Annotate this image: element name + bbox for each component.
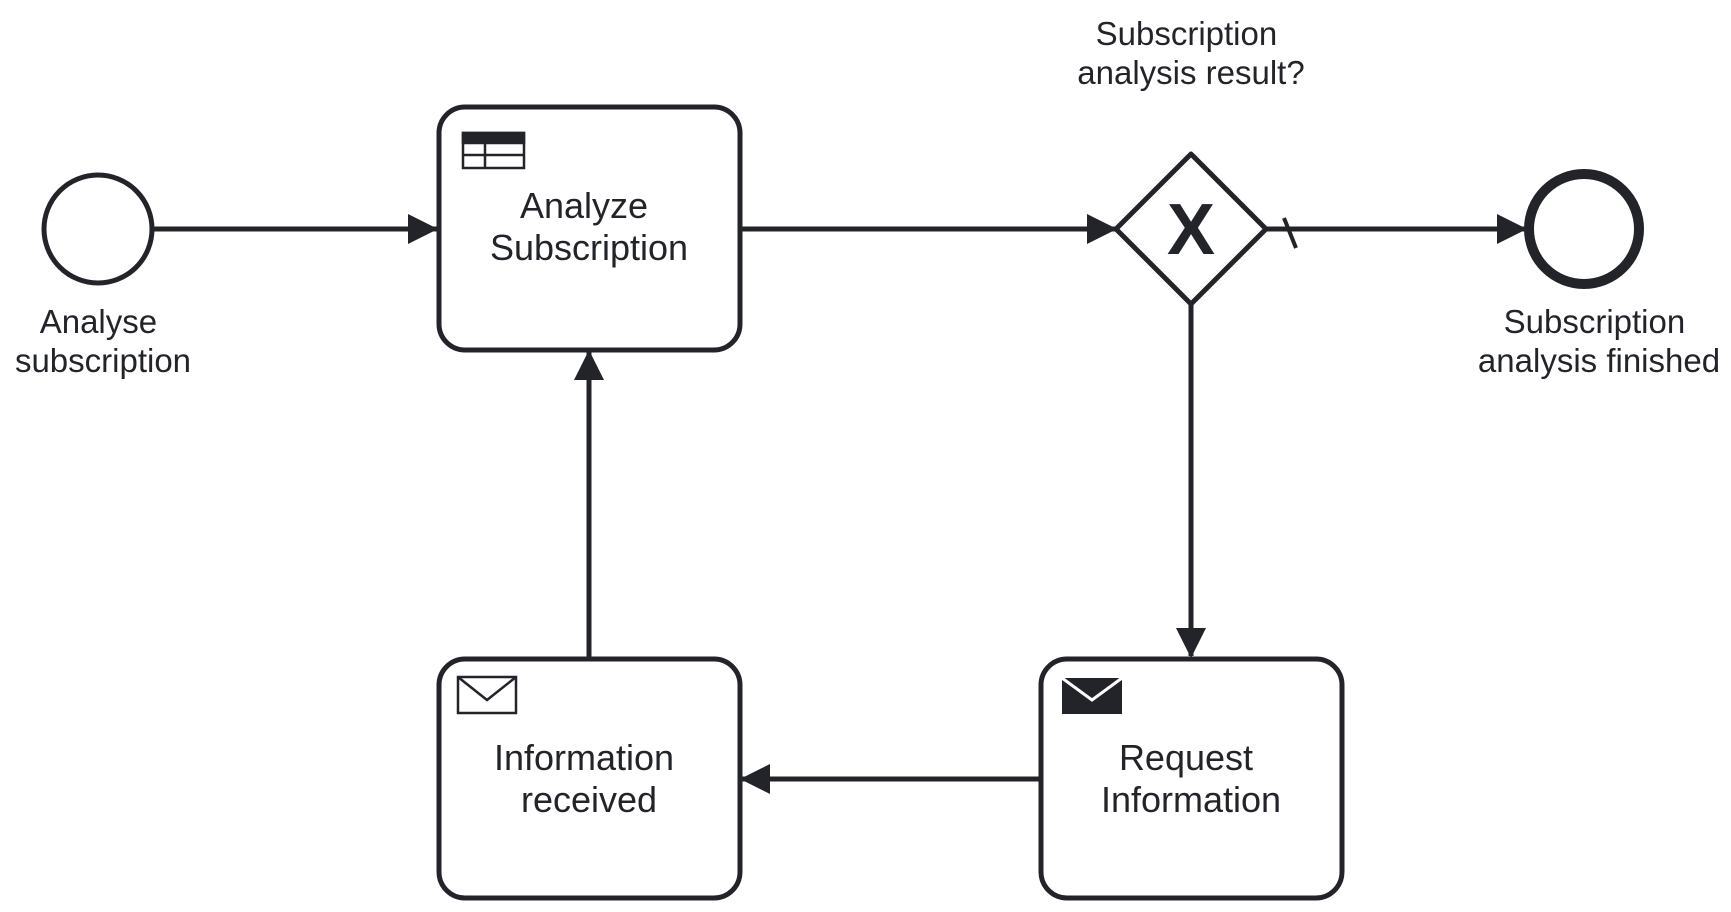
- task-analyze-subscription[interactable]: Analyze Subscription: [436, 104, 743, 353]
- business-rule-table-icon: [461, 131, 526, 170]
- arrowhead-request: [1176, 628, 1206, 658]
- arrowhead-analyze: [408, 214, 438, 244]
- task-request-label: Request Information: [1101, 737, 1281, 820]
- task-information-received[interactable]: Information received: [436, 656, 743, 901]
- exclusive-gateway[interactable]: X: [1113, 151, 1269, 307]
- task-request-information[interactable]: Request Information: [1038, 656, 1345, 901]
- default-flow-marker: [1282, 217, 1298, 249]
- sequence-flows: [154, 214, 1527, 794]
- arrowhead-analyze-loop: [574, 350, 604, 380]
- send-message-icon: [1061, 676, 1123, 714]
- end-event[interactable]: [1524, 169, 1644, 289]
- task-analyze-label: Analyze Subscription: [490, 185, 688, 268]
- start-event-label: Analyse subscription: [15, 303, 191, 379]
- gateway-x-icon: X: [1167, 190, 1215, 270]
- arrowhead-end: [1497, 214, 1527, 244]
- arrowhead-received: [740, 764, 770, 794]
- arrowhead-gateway: [1087, 214, 1117, 244]
- gateway-label: Subscription analysis result?: [1077, 15, 1304, 91]
- end-event-label: Subscription analysis finished: [1478, 303, 1720, 379]
- task-received-label: Information received: [494, 737, 684, 820]
- receive-message-icon: [456, 675, 518, 715]
- start-event[interactable]: [41, 172, 155, 286]
